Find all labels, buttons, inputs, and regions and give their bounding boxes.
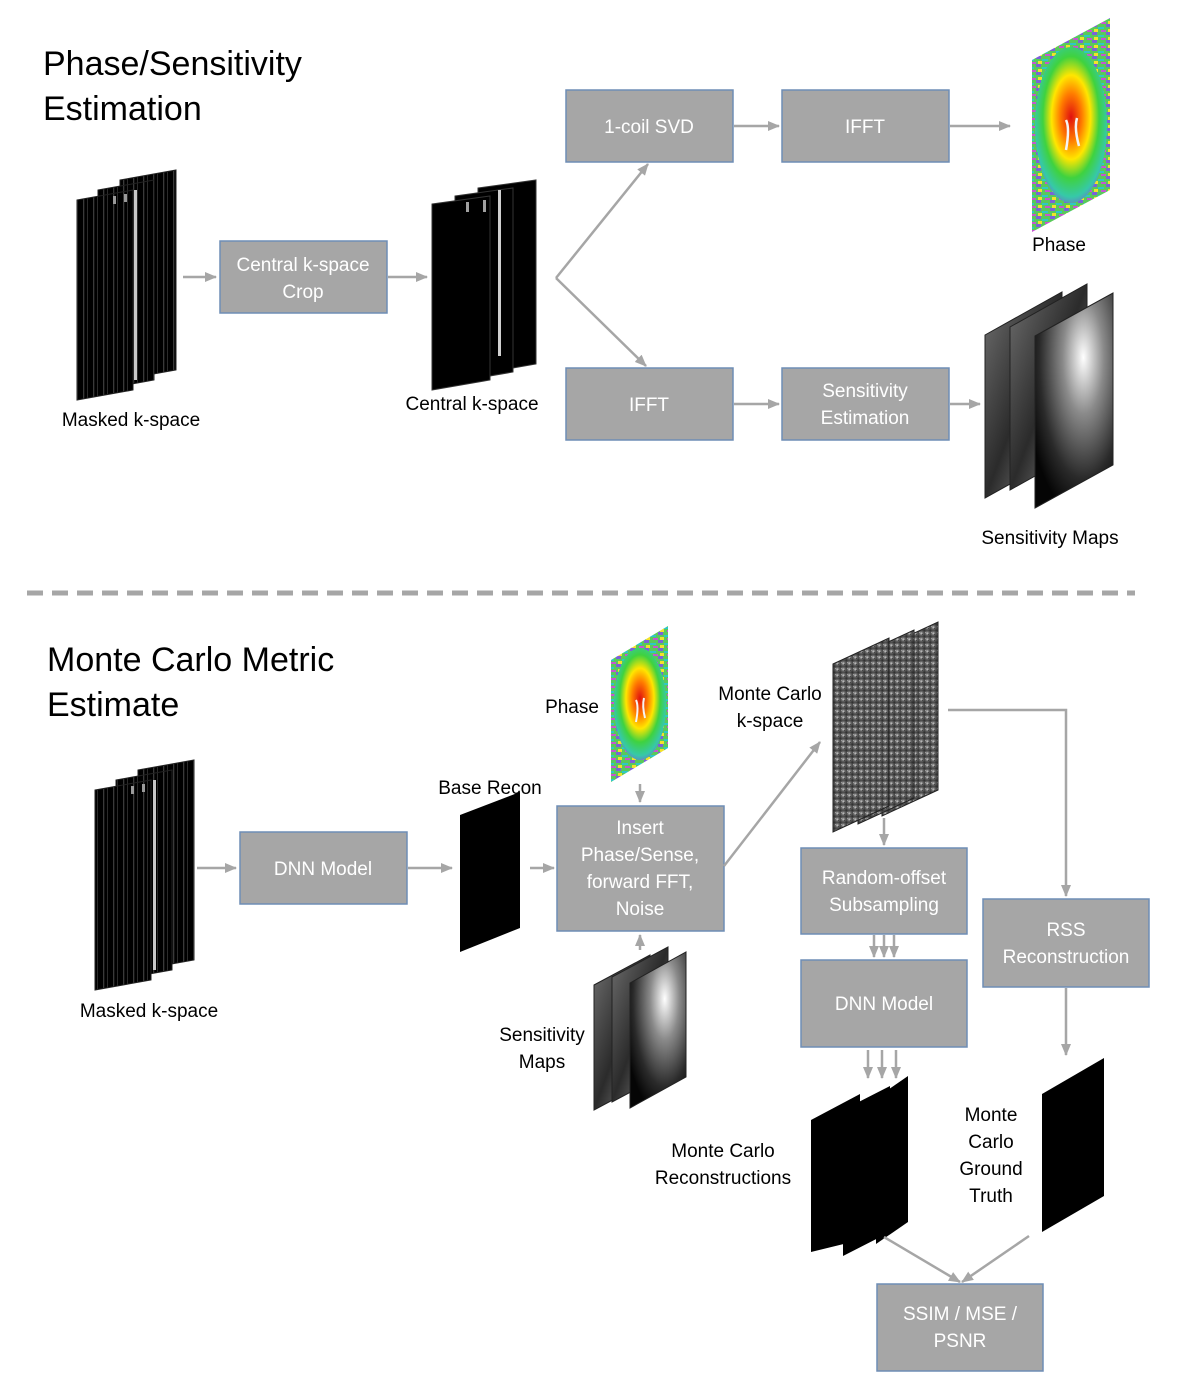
dnn-model-2-box: DNN Model [800, 959, 968, 1048]
svg-text:Sensitivity: Sensitivity [499, 1025, 585, 1046]
svg-text:IFFT: IFFT [629, 395, 669, 416]
label-base-recon: Base Recon [438, 778, 542, 799]
kspace-stack-bottom-icon [94, 759, 195, 991]
svg-text:Monte Carlo: Monte Carlo [671, 1141, 775, 1162]
svg-text:Central k-space: Central k-space [405, 394, 538, 415]
svg-text:Masked k-space: Masked k-space [80, 1001, 218, 1022]
svg-text:k-space: k-space [737, 711, 804, 732]
arrow-to-ifft-bottom [555, 277, 647, 367]
section-title-phase-sensitivity: Phase/Sensitivity [43, 45, 302, 83]
kspace-stack-icon [76, 169, 177, 401]
arrow-insert-to-mc-kspace [723, 741, 821, 867]
label-phase-top: Phase [1032, 235, 1086, 256]
section-title-monte-carlo: Monte Carlo Metric [47, 641, 334, 679]
svg-text:Ground: Ground [959, 1159, 1022, 1180]
rss-reconstruction-box: RSS Reconstruction [982, 898, 1150, 988]
label-sensitivity-maps-bottom: Sensitivity Maps [499, 1025, 585, 1073]
phase-map-bottom-icon [611, 626, 668, 782]
svg-text:Noise: Noise [616, 899, 665, 920]
arrow-to-svd [555, 163, 649, 279]
section-title-phase-sensitivity-line2: Estimation [43, 90, 202, 128]
brain-mri-icon [460, 792, 520, 952]
svg-text:forward FFT,: forward FFT, [587, 872, 694, 893]
svg-text:Phase: Phase [545, 697, 599, 718]
mc-reconstructions-stack-icon [811, 1076, 908, 1256]
svg-text:1-coil SVD: 1-coil SVD [604, 117, 694, 138]
svg-text:Random-offset: Random-offset [822, 868, 947, 889]
svg-text:IFFT: IFFT [845, 117, 885, 138]
svg-text:Reconstruction: Reconstruction [1003, 947, 1130, 968]
svg-text:Carlo: Carlo [968, 1132, 1013, 1153]
svg-text:DNN Model: DNN Model [835, 994, 933, 1015]
svg-text:Monte: Monte [965, 1105, 1018, 1126]
insert-phase-sense-box: Insert Phase/Sense, forward FFT, Noise [556, 805, 725, 932]
svg-text:Base Recon: Base Recon [438, 778, 542, 799]
label-mc-ground-truth: Monte Carlo Ground Truth [959, 1105, 1022, 1207]
svg-text:Masked k-space: Masked k-space [62, 410, 200, 431]
mc-kspace-stack-icon [832, 621, 939, 833]
svg-text:Estimation: Estimation [821, 408, 910, 429]
sensitivity-estimation-box: Sensitivity Estimation [781, 367, 950, 441]
label-mc-kspace: Monte Carlo k-space [718, 684, 822, 732]
svg-text:Subsampling: Subsampling [829, 895, 939, 916]
arrow-mc-to-rss [948, 708, 1071, 897]
svg-text:Monte Carlo: Monte Carlo [718, 684, 822, 705]
svg-text:Reconstructions: Reconstructions [655, 1168, 791, 1189]
svg-text:SSIM / MSE /: SSIM / MSE / [903, 1304, 1018, 1325]
random-offset-subsampling-box: Random-offset Subsampling [800, 847, 968, 935]
label-central-kspace: Central k-space [405, 394, 538, 415]
svg-text:Phase/Sense,: Phase/Sense, [581, 845, 699, 866]
arrow-recon-to-metrics [883, 1235, 961, 1284]
svg-text:DNN Model: DNN Model [274, 859, 372, 880]
sensitivity-map-stack-icon [984, 283, 1114, 509]
central-kspace-stack-icon [431, 179, 537, 391]
label-masked-kspace-bottom: Masked k-space [80, 1001, 218, 1022]
ifft-top-box: IFFT [781, 89, 950, 163]
svg-text:Truth: Truth [969, 1186, 1013, 1207]
arrow-truth-to-metrics [961, 1234, 1030, 1284]
label-phase-bottom: Phase [545, 697, 599, 718]
svg-text:Sensitivity Maps: Sensitivity Maps [981, 528, 1118, 549]
svg-text:RSS: RSS [1046, 920, 1085, 941]
central-kspace-crop-box: Central k-space Crop [219, 240, 388, 314]
ifft-bottom-box: IFFT [565, 367, 734, 441]
ground-truth-brain-icon [1042, 1058, 1104, 1232]
phase-map-icon [1032, 18, 1110, 232]
sensitivity-map-stack-bottom-icon [593, 946, 687, 1111]
svg-text:Central k-space: Central k-space [236, 255, 369, 276]
dnn-model-box: DNN Model [239, 831, 408, 905]
svg-text:Insert: Insert [616, 818, 664, 839]
svg-text:Phase: Phase [1032, 235, 1086, 256]
label-masked-kspace-top: Masked k-space [62, 410, 200, 431]
svd-box: 1-coil SVD [565, 89, 734, 163]
svg-text:Crop: Crop [282, 282, 323, 303]
svg-text:PSNR: PSNR [934, 1331, 987, 1352]
label-mc-reconstructions: Monte Carlo Reconstructions [655, 1141, 791, 1189]
label-sensitivity-maps-top: Sensitivity Maps [981, 528, 1118, 549]
svg-text:Sensitivity: Sensitivity [822, 381, 908, 402]
ssim-mse-psnr-box: SSIM / MSE / PSNR [876, 1283, 1044, 1372]
svg-text:Maps: Maps [519, 1052, 565, 1073]
section-title-monte-carlo-line2: Estimate [47, 686, 179, 724]
